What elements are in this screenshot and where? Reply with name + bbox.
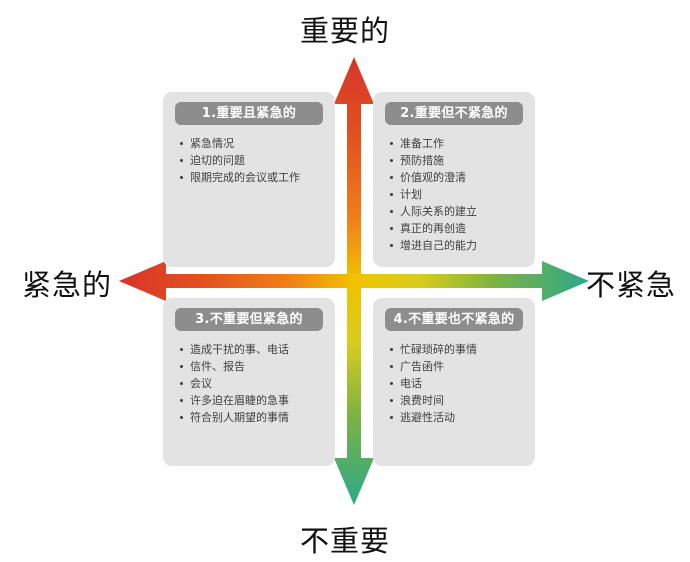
quadrant-not-important-urgent: 3.不重要但紧急的 造成干扰的事、电话 信件、报告 会议 许多迫在眉睫的急事 符… [163,298,335,466]
list-item: 电话 [389,375,523,392]
quadrant-title: 4.不重要也不紧急的 [385,308,523,331]
list-item: 迫切的问题 [179,152,323,169]
quadrant-title: 2.重要但不紧急的 [385,102,523,125]
axis-label-not-urgent: 不紧急 [585,268,676,302]
list-item: 广告函件 [389,358,523,375]
list-item: 限期完成的会议或工作 [179,169,323,186]
list-item: 逃避性活动 [389,409,523,426]
list-item: 准备工作 [389,135,523,152]
list-item: 会议 [179,375,323,392]
list-item: 真正的再创造 [389,220,523,237]
axis-label-not-important: 不重要 [299,524,390,558]
quadrant-item-list: 忙碌琐碎的事情 广告函件 电话 浪费时间 逃避性活动 [385,341,523,426]
quadrant-item-list: 紧急情况 迫切的问题 限期完成的会议或工作 [175,135,323,186]
quadrant-title: 3.不重要但紧急的 [175,308,323,331]
list-item: 造成干扰的事、电话 [179,341,323,358]
list-item: 预防措施 [389,152,523,169]
list-item: 人际关系的建立 [389,203,523,220]
quadrant-not-important-not-urgent: 4.不重要也不紧急的 忙碌琐碎的事情 广告函件 电话 浪费时间 逃避性活动 [373,298,535,466]
list-item: 价值观的澄清 [389,169,523,186]
quadrant-important-urgent: 1.重要且紧急的 紧急情况 迫切的问题 限期完成的会议或工作 [163,92,335,267]
quadrant-title: 1.重要且紧急的 [175,102,323,125]
quadrant-important-not-urgent: 2.重要但不紧急的 准备工作 预防措施 价值观的澄清 计划 人际关系的建立 真正… [373,92,535,267]
list-item: 符合别人期望的事情 [179,409,323,426]
horizontal-axis-arrow [119,261,589,301]
axis-label-important: 重要的 [299,14,390,48]
list-item: 信件、报告 [179,358,323,375]
list-item: 增进自己的能力 [389,237,523,254]
list-item: 浪费时间 [389,392,523,409]
list-item: 紧急情况 [179,135,323,152]
axis-label-urgent: 紧急的 [22,268,113,302]
list-item: 忙碌琐碎的事情 [389,341,523,358]
list-item: 许多迫在眉睫的急事 [179,392,323,409]
quadrant-item-list: 准备工作 预防措施 价值观的澄清 计划 人际关系的建立 真正的再创造 增进自己的… [385,135,523,254]
list-item: 计划 [389,186,523,203]
quadrant-item-list: 造成干扰的事、电话 信件、报告 会议 许多迫在眉睫的急事 符合别人期望的事情 [175,341,323,426]
